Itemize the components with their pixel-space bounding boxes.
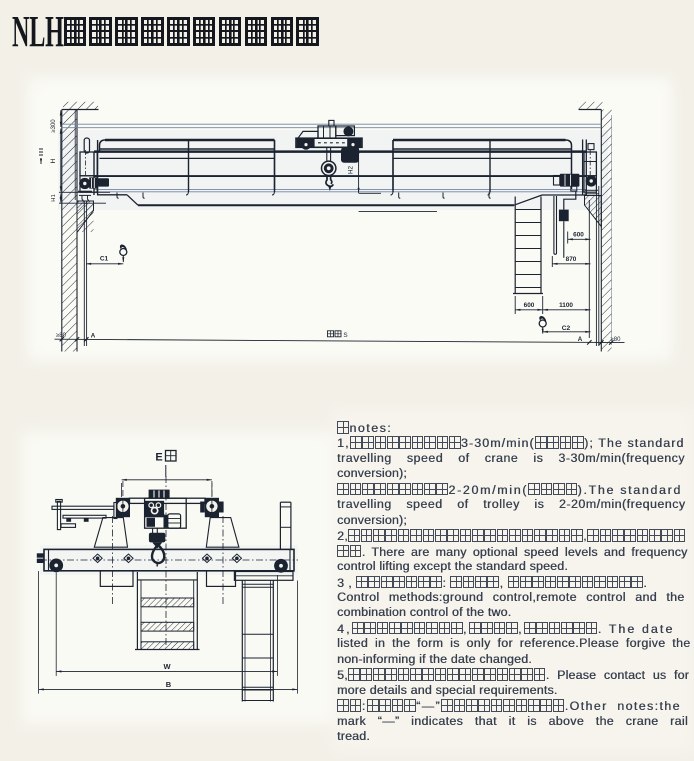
svg-text:≥300: ≥300 (51, 119, 57, 133)
svg-text:A: A (91, 333, 96, 340)
svg-text:W: W (163, 662, 171, 671)
svg-text:≥80: ≥80 (56, 333, 67, 339)
svg-text:≥80: ≥80 (611, 337, 622, 343)
svg-text:E: E (155, 452, 162, 464)
svg-text:600: 600 (524, 302, 535, 309)
svg-text:H2: H2 (348, 165, 355, 173)
svg-text:1100: 1100 (559, 302, 573, 309)
svg-text:C2: C2 (562, 325, 571, 332)
svg-text:H: H (50, 158, 57, 163)
svg-text:A: A (578, 336, 583, 343)
svg-text:H1: H1 (51, 194, 57, 201)
svg-text:C1: C1 (100, 256, 109, 263)
svg-text:870: 870 (566, 256, 577, 263)
svg-text:600: 600 (573, 232, 584, 239)
svg-text:B: B (166, 680, 172, 689)
svg-text:S: S (343, 332, 347, 339)
